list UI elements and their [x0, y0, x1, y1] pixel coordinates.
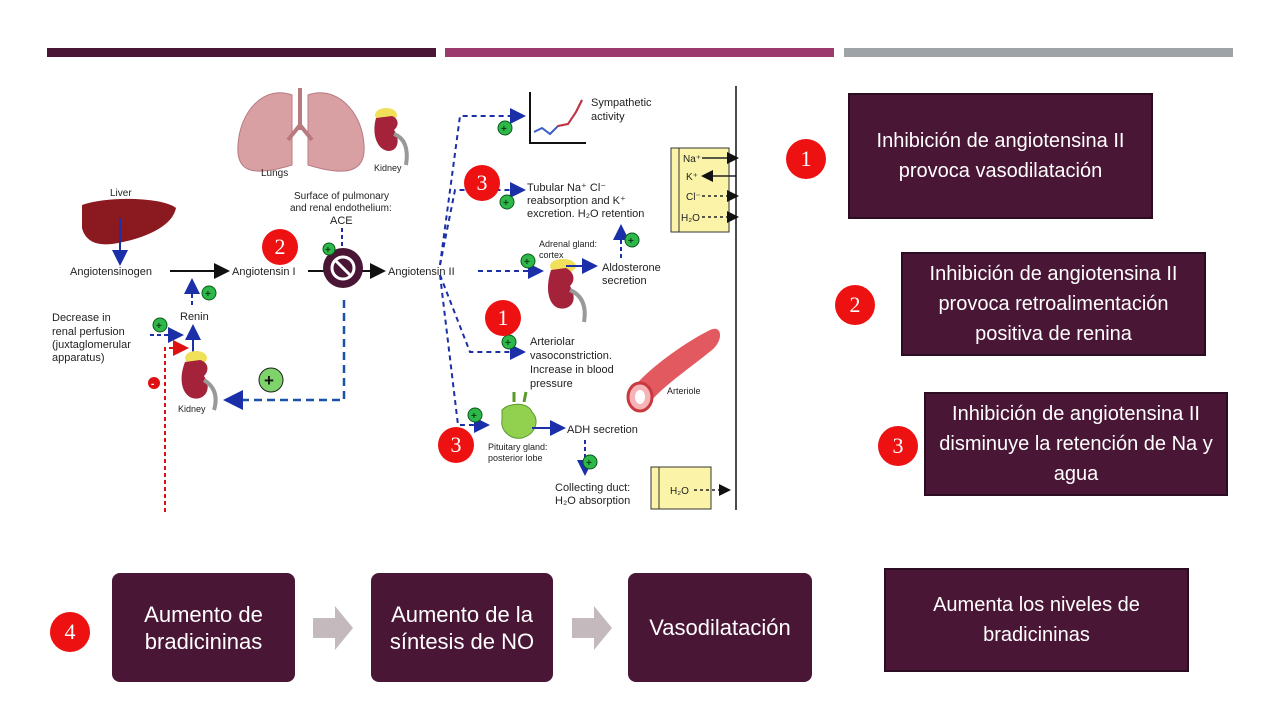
- decrease-label-1: Decrease in: [52, 312, 111, 324]
- pituitary-icon: [501, 391, 537, 439]
- explanation-box-3: Inhibición de angiotensina II disminuye …: [924, 392, 1228, 496]
- flow-step-bradicininas: Aumento de bradicininas: [112, 573, 295, 682]
- top-bar-dark: [47, 48, 436, 57]
- svg-text:+: +: [586, 458, 592, 469]
- kidney-top-label: Kidney: [374, 163, 402, 173]
- diagram-badge-3-top: 3: [464, 165, 500, 201]
- collecting-label-1: Collecting duct:: [555, 482, 630, 494]
- arteriolar-label-2: vasoconstriction.: [530, 350, 612, 362]
- tubule-ion-box: [670, 147, 730, 233]
- sympathetic-label-1: Sympathetic: [591, 97, 652, 109]
- angiotensin-i-label: Angiotensin I: [232, 266, 296, 278]
- pituitary-label-1: Pituitary gland:: [488, 442, 548, 452]
- right-badge-3: 3: [878, 426, 918, 466]
- flow-arrow-1: [313, 606, 353, 650]
- top-bar-magenta: [445, 48, 834, 57]
- arteriole-icon: [626, 328, 721, 413]
- adrenal-kidney-icon: [547, 259, 587, 323]
- lungs-icon: [237, 88, 365, 172]
- svg-text:+: +: [628, 236, 634, 247]
- sympathetic-graph-icon: [529, 92, 586, 144]
- tubular-label-2: reabsorption and K⁺: [527, 195, 626, 207]
- kidney-bottom-label: Kidney: [178, 404, 206, 414]
- angiotensin-ii-label: Angiotensin II: [388, 266, 455, 278]
- pituitary-label-2: posterior lobe: [488, 453, 543, 463]
- ace-inhibitor-icon: [323, 248, 363, 288]
- arteriole-label: Arteriole: [667, 386, 701, 396]
- arteriolar-label-1: Arteriolar: [530, 336, 575, 348]
- collecting-duct-box: [650, 466, 712, 510]
- collecting-label-2: H₂O absorption: [555, 495, 630, 507]
- tubular-label-3: excretion. H₂O retention: [527, 208, 644, 220]
- angiotensinogen-label: Angiotensinogen: [70, 266, 152, 278]
- ion-k: K⁺: [686, 172, 698, 183]
- surface-label-2: and renal endothelium:: [290, 203, 392, 214]
- svg-text:-: -: [151, 379, 154, 390]
- kidney-bottom-icon: [181, 351, 218, 411]
- adrenal-label-1: Adrenal gland:: [539, 239, 597, 249]
- adh-label: ADH secretion: [567, 424, 638, 436]
- aldosterone-label-1: Aldosterone: [602, 262, 661, 274]
- svg-text:+: +: [503, 198, 509, 209]
- right-badge-1: 1: [786, 139, 826, 179]
- ion-cl: Cl⁻: [686, 192, 701, 203]
- decrease-label-3: (juxtaglomerular: [52, 339, 131, 351]
- svg-text:+: +: [264, 371, 274, 390]
- sympathetic-label-2: activity: [591, 111, 625, 123]
- ion-h2o: H₂O: [681, 213, 700, 224]
- svg-text:+: +: [501, 124, 507, 135]
- h2o-box-label: H₂O: [670, 486, 689, 497]
- diagram-badge-3-bottom: 3: [438, 427, 474, 463]
- explanation-box-1: Inhibición de angiotensina II provoca va…: [848, 93, 1153, 219]
- top-bar-gray: [844, 48, 1233, 57]
- lungs-label: Lungs: [261, 168, 288, 179]
- svg-text:+: +: [205, 289, 211, 300]
- decrease-label-2: renal perfusion: [52, 326, 125, 338]
- diagram-badge-1: 1: [485, 300, 521, 336]
- flow-step-vasodilatacion: Vasodilatación: [628, 573, 812, 682]
- tubular-label-1: Tubular Na⁺ Cl⁻: [527, 182, 606, 194]
- svg-text:+: +: [524, 257, 530, 268]
- ace-label: ACE: [330, 215, 353, 227]
- arteriolar-label-4: pressure: [530, 378, 573, 390]
- right-badge-2: 2: [835, 285, 875, 325]
- svg-text:+: +: [505, 338, 511, 349]
- svg-text:+: +: [471, 411, 477, 422]
- liver-label: Liver: [110, 188, 132, 199]
- decrease-label-4: apparatus): [52, 352, 105, 364]
- explanation-box-4: Aumenta los niveles de bradicininas: [884, 568, 1189, 672]
- liver-icon: [82, 198, 176, 245]
- svg-text:+: +: [156, 321, 162, 332]
- explanation-box-2: Inhibición de angiotensina II provoca re…: [901, 252, 1206, 356]
- arteriolar-label-3: Increase in blood: [530, 364, 614, 376]
- renin-label: Renin: [180, 311, 209, 323]
- adrenal-label-2: cortex: [539, 250, 564, 260]
- flow-step-sintesis-no: Aumento de la síntesis de NO: [371, 573, 553, 682]
- surface-label-1: Surface of pulmonary: [294, 191, 389, 202]
- flow-badge-4: 4: [50, 612, 90, 652]
- aldosterone-label-2: secretion: [602, 275, 647, 287]
- svg-text:+: +: [325, 245, 331, 256]
- ion-na: Na⁺: [683, 154, 701, 165]
- flow-arrow-2: [572, 606, 612, 650]
- diagram-badge-2: 2: [262, 229, 298, 265]
- kidney-top-icon: [374, 108, 409, 166]
